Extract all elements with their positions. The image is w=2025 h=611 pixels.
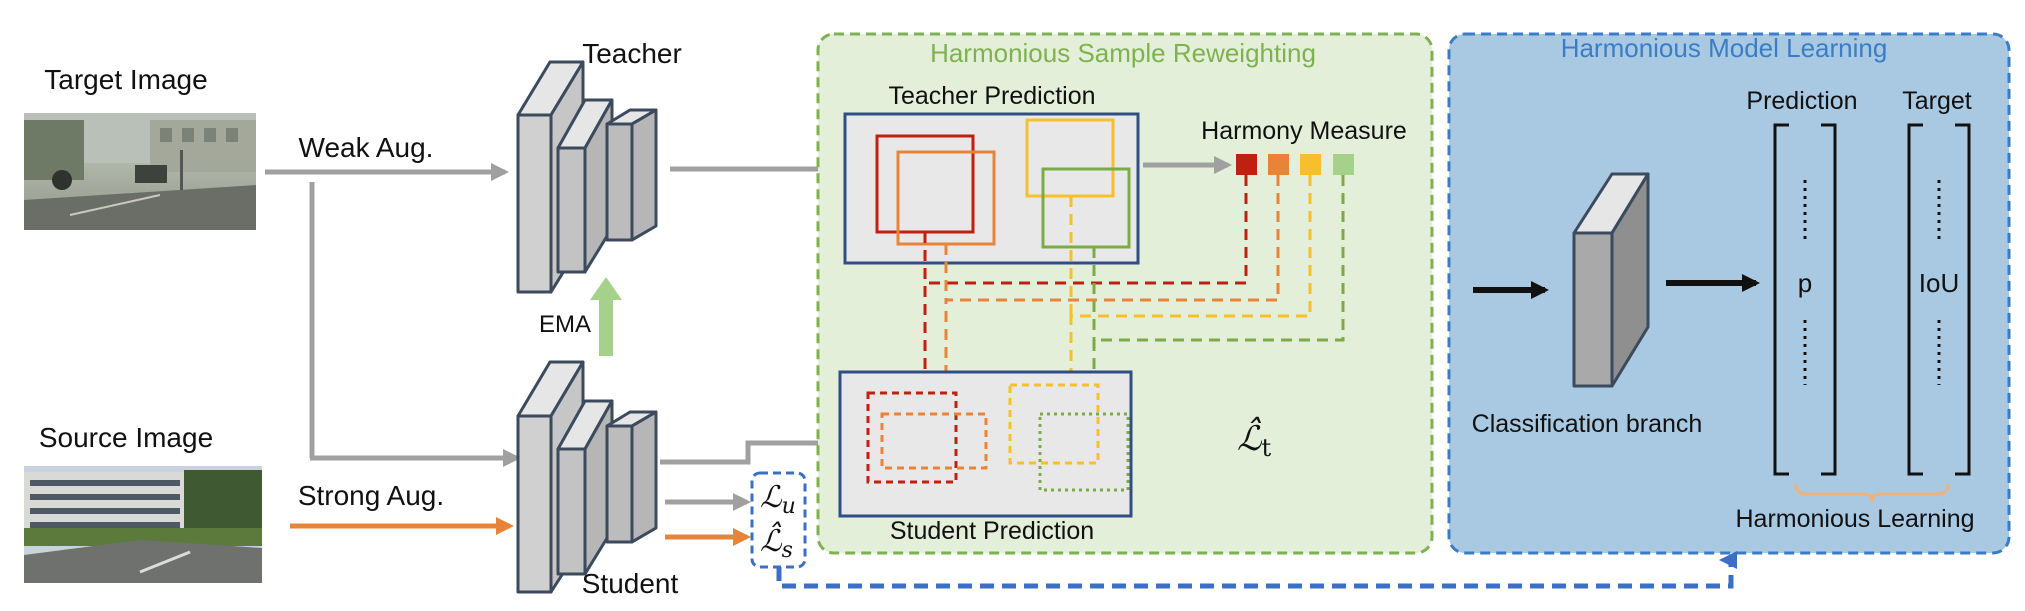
student-box-green (1038, 412, 1130, 492)
student-prediction-label: Student Prediction (890, 517, 1094, 545)
target-symbol: IoU (1919, 268, 1959, 298)
loss-feedback-arrow (776, 551, 1737, 589)
harmony-measure-label: Harmony Measure (1201, 117, 1407, 145)
target-vector: IoU (1907, 123, 1971, 476)
learning-panel-title: Harmonious Model Learning (1561, 33, 1888, 63)
strong-aug-label: Strong Aug. (298, 480, 444, 511)
prediction-symbol: p (1798, 268, 1812, 298)
student-to-prediction-arrow (660, 434, 840, 465)
target-image-label: Target Image (44, 64, 207, 95)
target-header: Target (1902, 87, 1972, 115)
harmony-squares (1236, 154, 1354, 175)
classification-layer (1572, 172, 1650, 388)
prediction-vector: p (1773, 123, 1837, 476)
teacher-prediction-box (843, 112, 1140, 265)
prediction-header: Prediction (1746, 87, 1857, 115)
loss-t-symbol: ℒ̂t (1237, 416, 1272, 462)
teacher-prediction-label: Teacher Prediction (888, 82, 1095, 110)
source-image (24, 466, 262, 583)
harmonious-learning-brace (1794, 483, 1950, 503)
teacher-boxes (875, 118, 1131, 249)
teacher-label: Teacher (582, 38, 682, 69)
classification-branch-label: Classification branch (1472, 410, 1703, 438)
student-boxes (866, 383, 1100, 484)
ema-arrow (590, 277, 622, 356)
harmonious-learning-label: Harmonious Learning (1735, 505, 1974, 533)
loss-u-symbol: ℒu (760, 480, 796, 519)
student-label: Student (582, 568, 679, 599)
source-image-label: Source Image (39, 422, 213, 453)
target-image (24, 113, 256, 230)
harmony-connectors (923, 175, 1345, 405)
ema-label: EMA (539, 311, 591, 338)
student-network (516, 360, 658, 594)
loss-s-symbol: ℒ̂s (760, 522, 793, 563)
reweighting-panel-title: Harmonious Sample Reweighting (930, 38, 1316, 68)
teacher-network (516, 60, 658, 294)
weak-aug-label: Weak Aug. (299, 132, 434, 163)
